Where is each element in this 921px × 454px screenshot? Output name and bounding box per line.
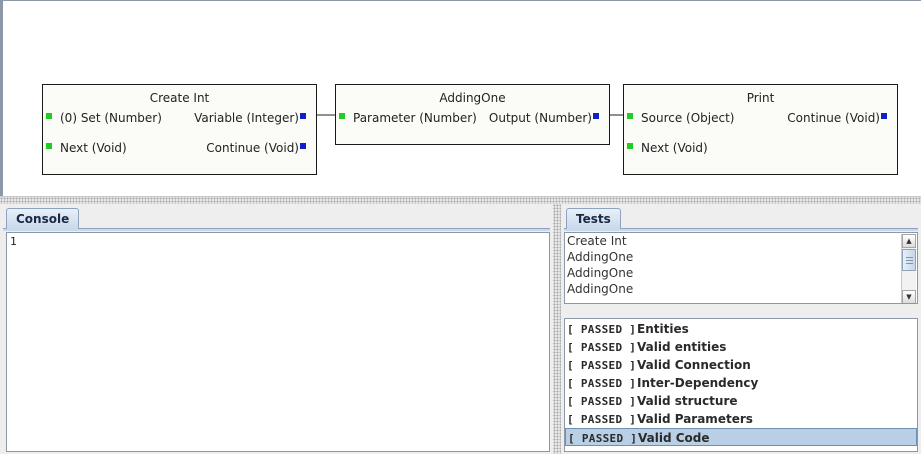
input-port-label: Parameter (Number) [353,111,477,125]
list-item[interactable]: AddingOne [567,282,634,296]
status-label: [ PASSED ] [567,395,637,408]
grip-line [906,257,913,258]
input-pin[interactable] [46,143,52,149]
test-result-row[interactable]: [ PASSED ]Valid Code [565,428,917,446]
node-create-int[interactable]: Create Int (0) Set (Number) Variable (In… [42,84,317,175]
output-port-label: Output (Number) [488,111,592,125]
status-label: [ PASSED ] [567,377,637,390]
input-pin[interactable] [46,113,52,119]
status-label: [ PASSED ] [567,359,637,372]
status-label: [ PASSED ] [568,432,638,445]
output-pin[interactable] [881,113,887,119]
test-result-row[interactable]: [ PASSED ]Valid entities [565,338,917,356]
node-adding-one[interactable]: AddingOne Parameter (Number) Output (Num… [335,84,610,145]
output-pin[interactable] [300,113,306,119]
test-name: Valid Code [638,431,710,445]
status-label: [ PASSED ] [567,341,637,354]
test-result-row[interactable]: [ PASSED ]Inter-Dependency [565,374,917,392]
tab-underline [564,228,918,231]
test-name: Valid Connection [637,358,751,372]
tests-entity-list[interactable]: Create Int AddingOne AddingOne AddingOne… [564,232,918,304]
graph-canvas[interactable]: Create Int (0) Set (Number) Variable (In… [0,0,921,196]
input-port-label: Next (Void) [60,141,127,155]
vertical-splitter[interactable] [553,204,561,454]
input-pin[interactable] [627,113,633,119]
scroll-thumb[interactable] [902,249,916,271]
scroll-down-arrow-icon[interactable]: ▼ [902,290,916,303]
status-label: [ PASSED ] [567,323,637,336]
test-result-row[interactable]: [ PASSED ]Valid structure [565,392,917,410]
status-label: [ PASSED ] [567,413,637,426]
output-port-label: Continue (Void) [787,111,880,125]
tests-panel: Tests Create Int AddingOne AddingOne Add… [561,204,921,454]
output-port-label: Continue (Void) [206,141,299,155]
test-name: Entities [637,322,689,336]
console-panel: Console 1 [0,204,553,454]
test-name: Inter-Dependency [637,376,759,390]
list-item[interactable]: Create Int [567,234,627,248]
tab-console[interactable]: Console [6,208,80,229]
grip-line [906,260,913,261]
node-print[interactable]: Print Source (Object) Continue (Void) Ne… [623,84,898,175]
test-name: Valid entities [637,340,727,354]
scroll-up-arrow-icon[interactable]: ▲ [902,234,916,248]
test-name: Valid Parameters [637,412,753,426]
input-port-label: Source (Object) [641,111,735,125]
test-result-row[interactable]: [ PASSED ]Valid Connection [565,356,917,374]
test-name: Valid structure [637,394,738,408]
test-result-row[interactable]: [ PASSED ]Valid Parameters [565,410,917,428]
output-port-label: Variable (Integer) [194,111,299,125]
input-pin[interactable] [627,143,633,149]
list-item[interactable]: AddingOne [567,266,634,280]
input-port-label: Next (Void) [641,141,708,155]
input-port-label: (0) Set (Number) [60,111,162,125]
vertical-scrollbar[interactable]: ▲ ▼ [901,234,916,303]
node-title: Print [746,91,775,105]
tab-underline [3,228,550,231]
list-item[interactable]: AddingOne [567,250,634,264]
node-title: AddingOne [439,91,506,105]
test-result-row[interactable]: [ PASSED ]Entities [565,320,917,338]
console-output[interactable]: 1 [6,232,550,452]
output-pin[interactable] [300,143,306,149]
input-pin[interactable] [339,113,345,119]
test-results-list[interactable]: [ PASSED ]Entities [ PASSED ]Valid entit… [564,318,918,452]
tab-tests[interactable]: Tests [566,208,621,229]
output-pin[interactable] [593,113,599,119]
horizontal-splitter[interactable] [0,196,921,204]
node-title: Create Int [149,91,210,105]
grip-line [906,263,913,264]
